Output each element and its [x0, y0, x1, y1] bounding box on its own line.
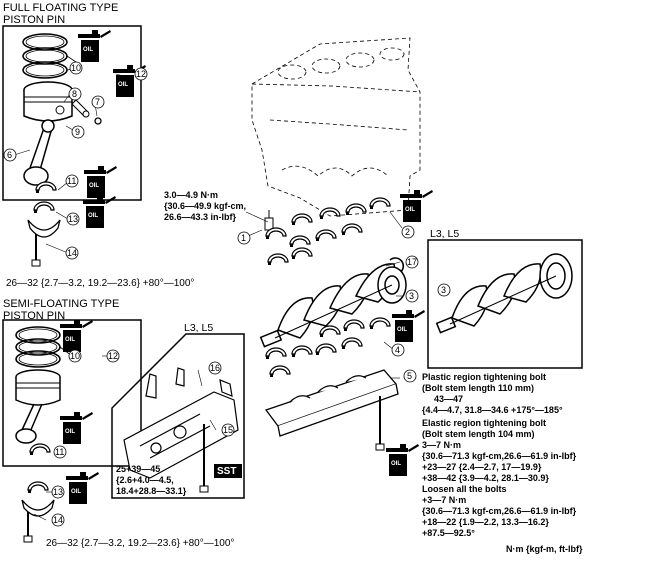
l3l5-ladder-panel [111, 333, 245, 499]
callout-14b: 14 [53, 515, 64, 525]
oil-label-10: OIL [391, 461, 401, 467]
full-floating-subtitle: PISTON PIN [3, 14, 66, 26]
callout-10: 10 [71, 63, 82, 73]
elastic-2: {30.6—71.3 kgf-cm,26.6—61.9 in-lbf} [422, 451, 577, 461]
torque-plug-1: 3.0—4.9 N·m [164, 190, 219, 200]
sst-label: SST [217, 466, 237, 477]
loosen-title: Loosen all the bolts [422, 484, 507, 494]
callout-10b: 10 [70, 351, 81, 361]
loosen-1: +3—7 N·m [422, 495, 467, 505]
oil-label-3: OIL [89, 183, 99, 189]
l3l5-label-crank: L3, L5 [430, 228, 460, 240]
callout-17: 17 [407, 257, 418, 267]
elastic-3: +23—27 {2.4—2.7, 17—19.9} [422, 462, 542, 472]
callout-12: 12 [136, 69, 147, 79]
oil-label-7: OIL [71, 489, 81, 495]
oil-label-2: OIL [118, 82, 128, 88]
callout-4: 4 [395, 345, 401, 355]
callout-3b: 3 [441, 285, 447, 295]
plastic-len: (Bolt stem length 110 mm) [422, 383, 535, 393]
torque-ladder-1: 25+39—45 [116, 464, 161, 474]
plastic-2: {4.4—4.7, 31.8—34.6 +175°—185° [422, 405, 563, 415]
loosen-2: {30.6—71.3 kgf-cm,26.6—61.9 in-lbf} [422, 506, 577, 516]
callout-1: 1 [241, 233, 247, 243]
elastic-4: +38—42 {3.9—4.2, 28.1—30.9} [422, 473, 549, 483]
callout-7: 7 [95, 97, 101, 107]
oil-label-9: OIL [397, 327, 407, 333]
callout-5: 5 [407, 371, 413, 381]
callout-16: 16 [210, 363, 221, 373]
oil-label-8: OIL [405, 207, 415, 213]
l3l5-label-ladder: L3, L5 [184, 322, 214, 334]
torque-plug-3: 26.6—43.3 in-lbf} [164, 212, 237, 222]
callout-14: 14 [67, 248, 78, 258]
loosen-4: +87.5—92.5° [422, 528, 475, 538]
oil-label-5: OIL [65, 337, 75, 343]
callout-3: 3 [409, 291, 415, 301]
callout-15: 15 [223, 425, 234, 435]
oil-label-1: OIL [83, 47, 93, 53]
callout-9: 9 [75, 127, 81, 137]
elastic-title: Elastic region tightening bolt [422, 418, 547, 428]
semi-floating-title: SEMI-FLOATING TYPE [3, 298, 120, 310]
callout-11: 11 [67, 176, 77, 186]
callout-8: 8 [72, 89, 78, 99]
loosen-3: +18—22 {1.9—2.2, 13.3—16.2} [422, 517, 549, 527]
semi-floating-panel [2, 319, 142, 467]
semi-floating-subtitle: PISTON PIN [3, 310, 66, 322]
plastic-1: 43—47 [434, 394, 464, 404]
callout-6: 6 [7, 150, 13, 160]
callout-12b: 12 [108, 351, 119, 361]
callout-11b: 11 [55, 447, 65, 457]
elastic-1: 3—7 N·m [422, 440, 462, 450]
full-floating-panel [2, 25, 142, 201]
l3l5-crank-panel [427, 239, 583, 369]
oil-label-4: OIL [88, 213, 98, 219]
callout-2: 2 [405, 227, 411, 237]
semi-floating-torque: 26—32 {2.7—3.2, 19.2—23.6} +80°—100° [46, 538, 235, 549]
elastic-len: (Bolt stem length 104 mm) [422, 429, 535, 439]
full-floating-torque: 26—32 {2.7—3.2, 19.2—23.6} +80°—100° [6, 278, 195, 289]
torque-plug-2: {30.6—49.9 kgf-cm, [164, 201, 247, 211]
torque-ladder-2: {2.6+4.0—4.5, [116, 475, 174, 485]
oil-label-6: OIL [65, 429, 75, 435]
units-note: N·m {kgf-m, ft-lbf} [506, 544, 583, 554]
full-floating-title: FULL FLOATING TYPE [3, 2, 119, 14]
callout-13b: 13 [53, 487, 64, 497]
plastic-title: Plastic region tightening bolt [422, 372, 547, 382]
torque-ladder-3: 18.4+28.8—33.1} [116, 486, 187, 496]
callout-13: 13 [68, 214, 79, 224]
